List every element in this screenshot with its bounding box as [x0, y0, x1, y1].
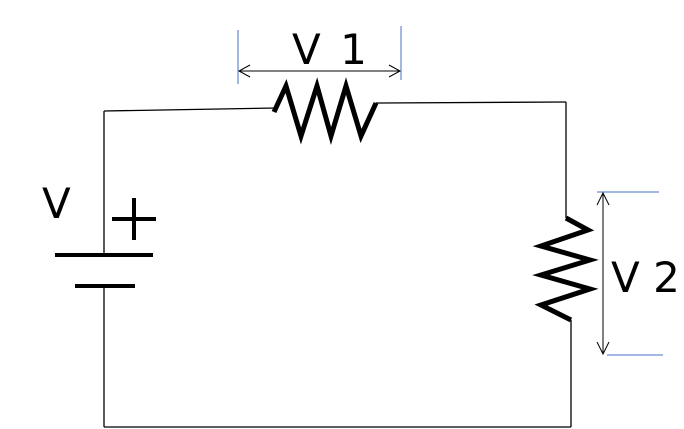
v2-label: V 2 — [611, 253, 680, 302]
wires — [103, 101, 572, 428]
wire-top-left — [103, 107, 277, 112]
v1-arrowhead-right — [388, 64, 402, 78]
v1-label: V 1 — [292, 25, 367, 74]
wire-top-right — [375, 101, 567, 104]
v1-arrowhead-left — [237, 64, 251, 78]
v2-arrowhead-top — [596, 191, 610, 206]
resistor-1 — [271, 77, 379, 145]
source-voltage-label: V — [42, 179, 71, 228]
v2-dimension — [596, 191, 663, 356]
battery — [55, 198, 156, 288]
v2-arrowhead-bottom — [596, 341, 610, 356]
v1-dimension — [237, 26, 402, 84]
resistor-2 — [532, 215, 599, 323]
